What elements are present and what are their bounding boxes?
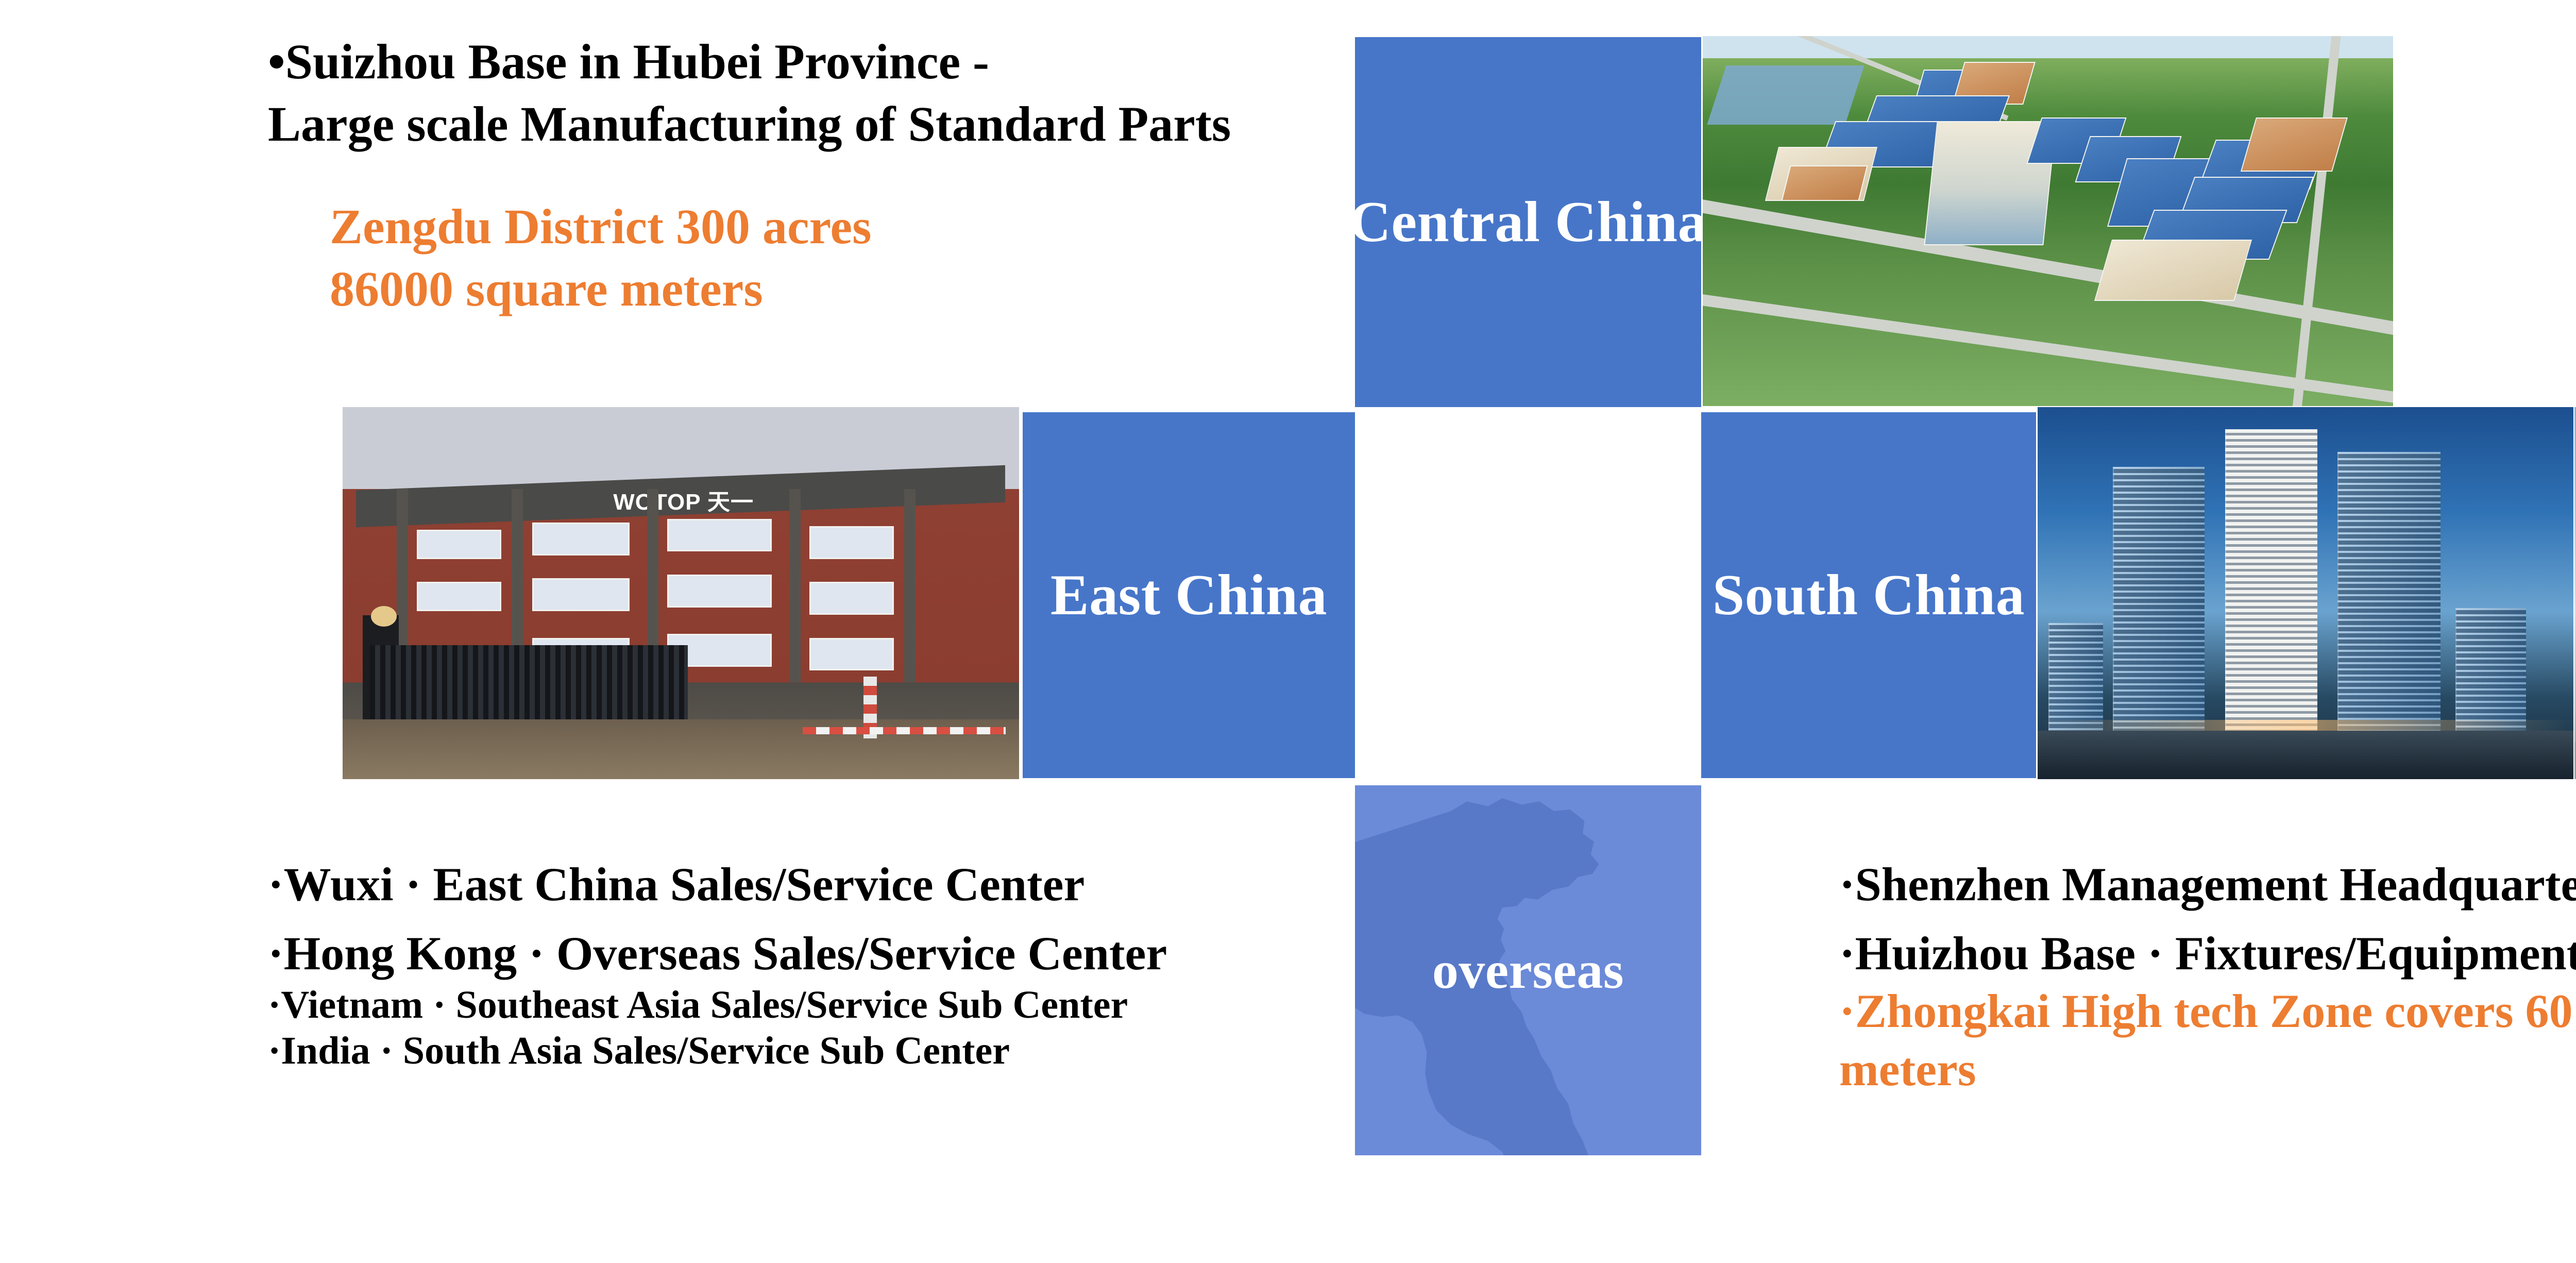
- left-locations-list: ·Wuxi · East China Sales/Service Center …: [268, 855, 1167, 1073]
- right-locations-list: ·Shenzhen Management Headquarters ·Huizh…: [1839, 855, 2576, 1098]
- region-label-central-china: Central China: [1355, 190, 1701, 254]
- header-line-2: Large scale Manufacturing of Standard Pa…: [268, 96, 1231, 151]
- region-tile-central-china[interactable]: Central China: [1355, 37, 1701, 407]
- region-tile-overseas[interactable]: overseas: [1355, 785, 1701, 1155]
- list-item: ·Wuxi · East China Sales/Service Center: [268, 858, 1085, 911]
- photo-huizhou-midrise: [2574, 407, 2576, 779]
- photo-suizhou-industrial-park: [1703, 36, 2393, 406]
- spacer: [268, 913, 1167, 924]
- region-label-south-china: South China: [1712, 563, 2025, 627]
- list-item: ·India · South Asia Sales/Service Sub Ce…: [268, 1029, 1010, 1072]
- header-highlight-1: Zengdu District 300 acres: [330, 199, 872, 254]
- photo-shenzhen-cbd-towers: [2038, 407, 2573, 779]
- list-item: ·Hong Kong · Overseas Sales/Service Cent…: [268, 927, 1167, 980]
- building-sign-label: WOTOP 天一: [613, 490, 754, 515]
- region-tile-south-china[interactable]: South China: [1701, 412, 2036, 778]
- region-tile-east-china[interactable]: East China: [1023, 412, 1355, 778]
- list-item: ·Zhongkai High tech Zone covers 60 acres…: [1839, 985, 2576, 1096]
- header-highlight-block: Zengdu District 300 acres 86000 square m…: [330, 196, 871, 321]
- vietnam-map-icon: [1355, 798, 1599, 1155]
- list-item: ·Shenzhen Management Headquarters: [1839, 858, 2576, 911]
- header-highlight-2: 86000 square meters: [330, 261, 763, 316]
- region-label-east-china: East China: [1050, 563, 1328, 627]
- region-label-overseas: overseas: [1432, 941, 1624, 1000]
- list-item: ·Vietnam · Southeast Asia Sales/Service …: [268, 983, 1128, 1027]
- photo-wuxi-office-building: WOTOP 天一: [343, 407, 1019, 779]
- header-line-1: •Suizhou Base in Hubei Province -: [268, 34, 990, 89]
- list-item: ·Huizhou Base · Fixtures/Equipment · Mod…: [1839, 927, 2576, 980]
- header-text-block: •Suizhou Base in Hubei Province - Large …: [268, 31, 1231, 156]
- spacer: [1839, 913, 2576, 924]
